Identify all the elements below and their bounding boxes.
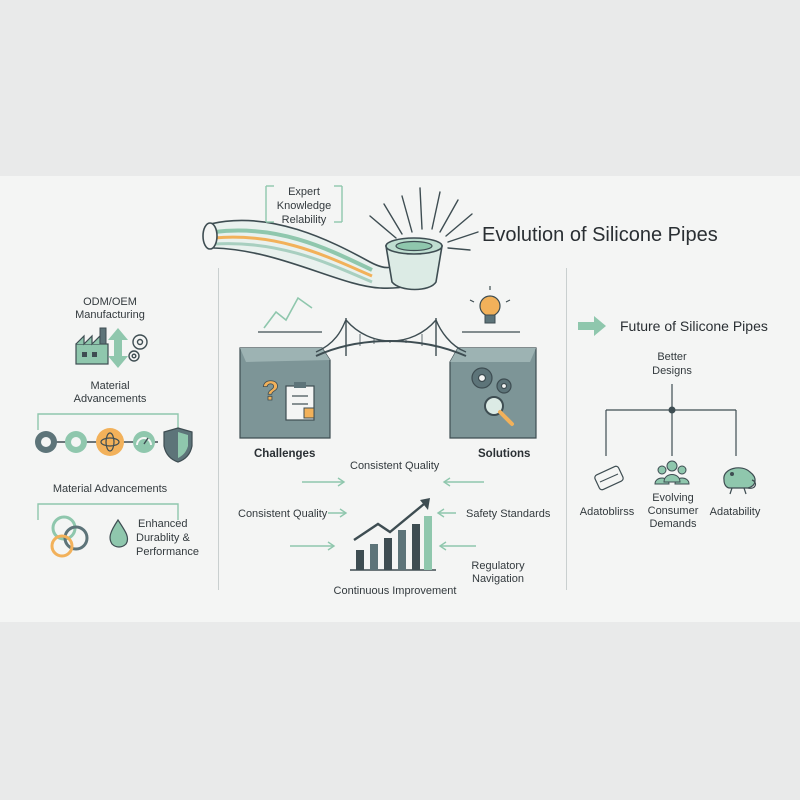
- arrow-right-icon: [578, 316, 606, 336]
- expert-label-3: Relability: [281, 214, 327, 226]
- sunburst-icon: [369, 187, 479, 251]
- enhanced-label-1: Enhanced: [138, 518, 188, 530]
- magnifier-icon: [484, 396, 514, 426]
- safety-standards-label: Safety Standards: [466, 508, 551, 520]
- consistent-quality-left: Consistent Quality: [238, 508, 328, 520]
- enhanced-label-2: Durablity &: [136, 532, 190, 544]
- regulatory-label-2: Navigation: [472, 573, 524, 585]
- shield-icon: [163, 427, 193, 463]
- consistent-quality-top: Consistent Quality: [350, 460, 440, 472]
- expert-label-1: Expert: [288, 186, 320, 198]
- challenges-label: Challenges: [254, 448, 316, 460]
- question-icon: ?: [262, 375, 280, 407]
- people-icon: [654, 460, 690, 485]
- clipboard-icon: [285, 382, 315, 421]
- double-arrow-icon: [108, 328, 128, 368]
- branch-left-label: Adatoblirss: [579, 506, 635, 518]
- regulatory-label-1: Regulatory: [471, 560, 525, 572]
- page-title: Evolution of Silicone Pipes: [482, 224, 718, 246]
- lightbulb-icon: [462, 286, 520, 333]
- odm-label-2: Manufacturing: [75, 309, 145, 321]
- atom-icon: [96, 428, 124, 456]
- better-designs-2: Designs: [652, 365, 692, 377]
- expert-label-2: Knowledge: [276, 200, 332, 212]
- better-designs-1: Better: [657, 351, 687, 363]
- gauge-icon: [133, 431, 155, 453]
- factory-icon: [75, 327, 109, 365]
- material-label-2: Material Advancements: [52, 483, 168, 495]
- divider-right: [566, 268, 567, 590]
- enhanced-label-3: Performance: [136, 546, 199, 558]
- chameleon-icon: [723, 467, 757, 495]
- solutions-label: Solutions: [478, 448, 531, 460]
- gears-icon: [128, 334, 148, 362]
- scroll-icon: [594, 465, 624, 491]
- svg-text:?: ?: [262, 375, 279, 406]
- bridge-icon: [315, 318, 467, 357]
- ring-icon: [35, 431, 87, 453]
- branch-right-label: Adatability: [709, 506, 761, 518]
- divider-left: [218, 268, 219, 590]
- trend-line-icon: [258, 296, 322, 333]
- continuous-improvement-label: Continuous Improvement: [333, 585, 457, 597]
- branch-mid-label-3: Demands: [649, 518, 697, 530]
- branch-mid-label-1: Evolving: [652, 492, 694, 504]
- drop-icon: [109, 518, 129, 548]
- odm-label-1: ODM/OEM: [83, 296, 137, 308]
- gears-icon: [471, 367, 512, 394]
- branch-mid-label-2: Consumer: [647, 505, 699, 517]
- bar-chart-icon: [350, 498, 436, 571]
- material-label-1a: Material: [90, 380, 130, 392]
- future-title: Future of Silicone Pipes: [620, 318, 768, 334]
- chain-links-icon: [50, 515, 89, 558]
- material-label-1b: Advancements: [73, 393, 147, 405]
